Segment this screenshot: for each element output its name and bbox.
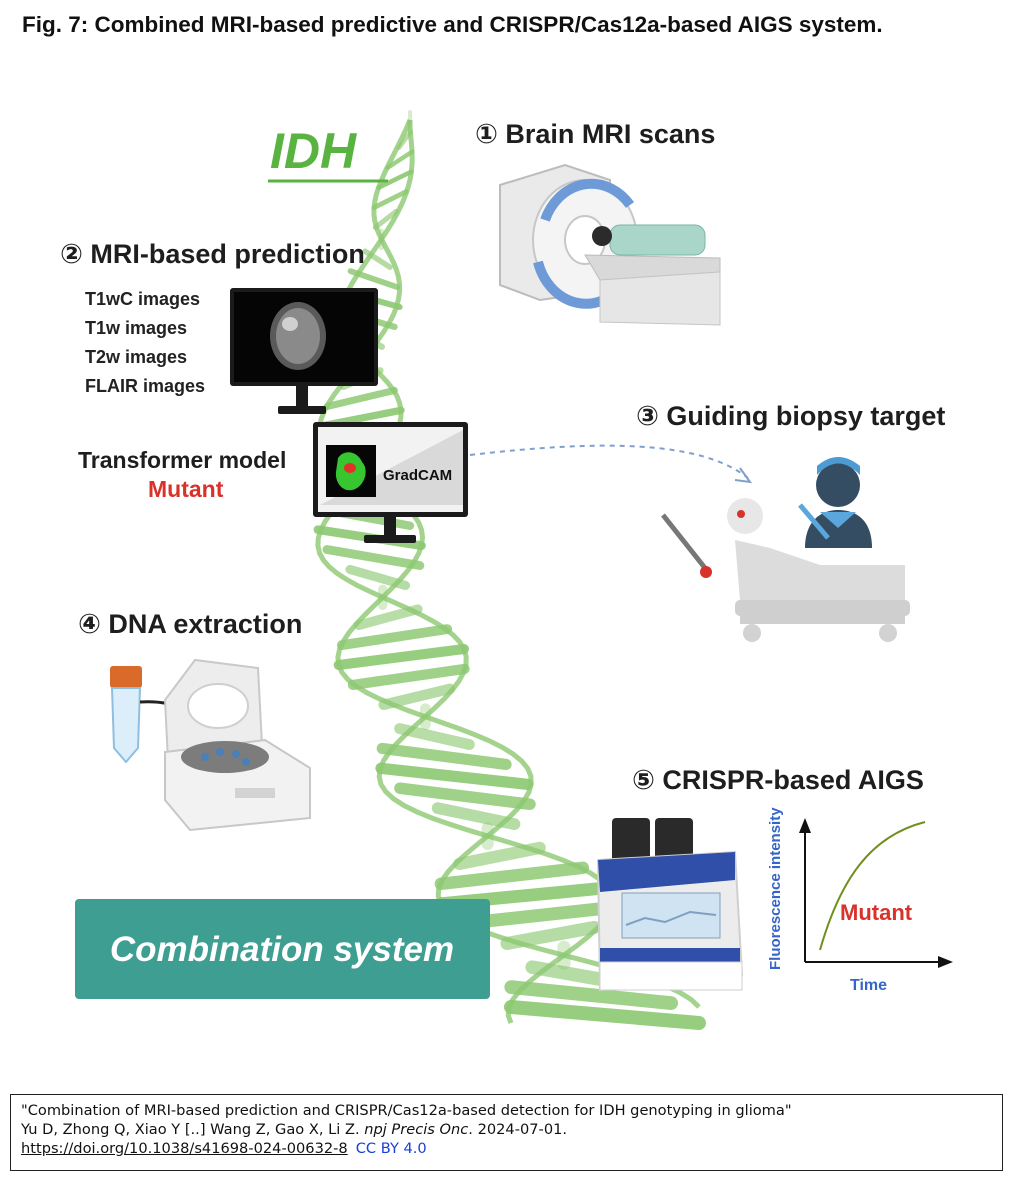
mri-input-t1w: T1w images [85,318,187,338]
mri-scanner-icon [499,163,721,326]
dna-rung [376,742,512,771]
step4-label: ④ DNA extraction [78,609,302,639]
fluorescence-plot: Fluorescence intensity Time Mutant [767,807,953,994]
dna-extraction-icon [110,658,311,832]
gradcam-monitor-icon: GradCAM [313,422,468,543]
mri-input-list: T1wC images T1w images T2w images FLAIR … [85,289,205,396]
dna-rung [385,149,415,170]
dna-rung [371,189,409,211]
dna-rung [353,604,423,631]
plot-x-axis-arrow [938,956,953,968]
citation-authors: Yu D, Zhong Q, Xiao Y [..] Wang Z, Gao X… [21,1121,365,1138]
dna-rung [394,782,536,811]
plot-y-axis-label: Fluorescence intensity [767,807,784,970]
combination-system-label: Combination system [110,930,454,969]
mri-monitor-icon [230,288,378,414]
figure-title: Fig. 7: Combined MRI-based predictive an… [22,12,883,37]
guidance-arrow-head [734,467,753,484]
plot-mutant-curve [819,821,926,951]
citation-title: "Combination of MRI-based prediction and… [21,1102,792,1119]
dna-rung [434,861,590,890]
dna-backbone-a [315,120,616,1024]
citation-box: "Combination of MRI-based prediction and… [10,1094,1003,1171]
dna-rung [347,663,470,691]
mri-input-t1wc: T1wC images [85,289,200,309]
dna-rung [336,624,453,650]
dna-rung [322,545,425,570]
dna-rung [372,208,399,230]
plot-y-axis-arrow [799,818,811,833]
gene-label-idh: IDH [270,123,357,179]
dna-rung [375,762,534,790]
dna-rung [504,1000,706,1030]
dna-rung [378,683,456,710]
mri-input-flair: FLAIR images [85,376,205,396]
dna-rung [333,644,469,670]
dna-rung [453,841,546,871]
step1-label: ① Brain MRI scans [475,119,715,149]
step3-label: ③ Guiding biopsy target [636,401,945,431]
citation-date: . 2024-07-01. [468,1121,568,1138]
citation-authors-line: Yu D, Zhong Q, Xiao Y [..] Wang Z, Gao X… [21,1120,992,1139]
transformer-result-label: Mutant [148,476,224,502]
dna-backbone-b [317,119,701,1009]
citation-journal: npj Precis Onc [364,1121,469,1138]
guidance-arrow [469,444,749,479]
combination-system-box [75,899,490,999]
aigs-device-icon [596,818,744,992]
diagram: IDH ① Brain MRI scans ② MRI-based predic… [60,110,953,1030]
transformer-model-label: Transformer model [78,447,286,473]
citation-doi-link[interactable]: https://doi.org/10.1038/s41698-024-00632… [21,1140,348,1157]
biopsy-patient-icon [661,457,910,642]
dna-rung [504,980,679,1010]
plot-x-axis-label: Time [850,977,887,994]
dna-rung [500,920,601,951]
citation-license-link[interactable]: CC BY 4.0 [355,1140,427,1157]
mri-input-t2w: T2w images [85,347,187,367]
citation-links: https://doi.org/10.1038/s41698-024-00632… [21,1139,992,1158]
plot-curve-label: Mutant [840,900,913,925]
gradcam-label: GradCAM [383,467,452,484]
step5-label: ⑤ CRISPR-based AIGS [632,765,924,795]
dna-rung [376,169,414,191]
step2-label: ② MRI-based prediction [60,239,365,269]
dna-rung [323,386,398,411]
